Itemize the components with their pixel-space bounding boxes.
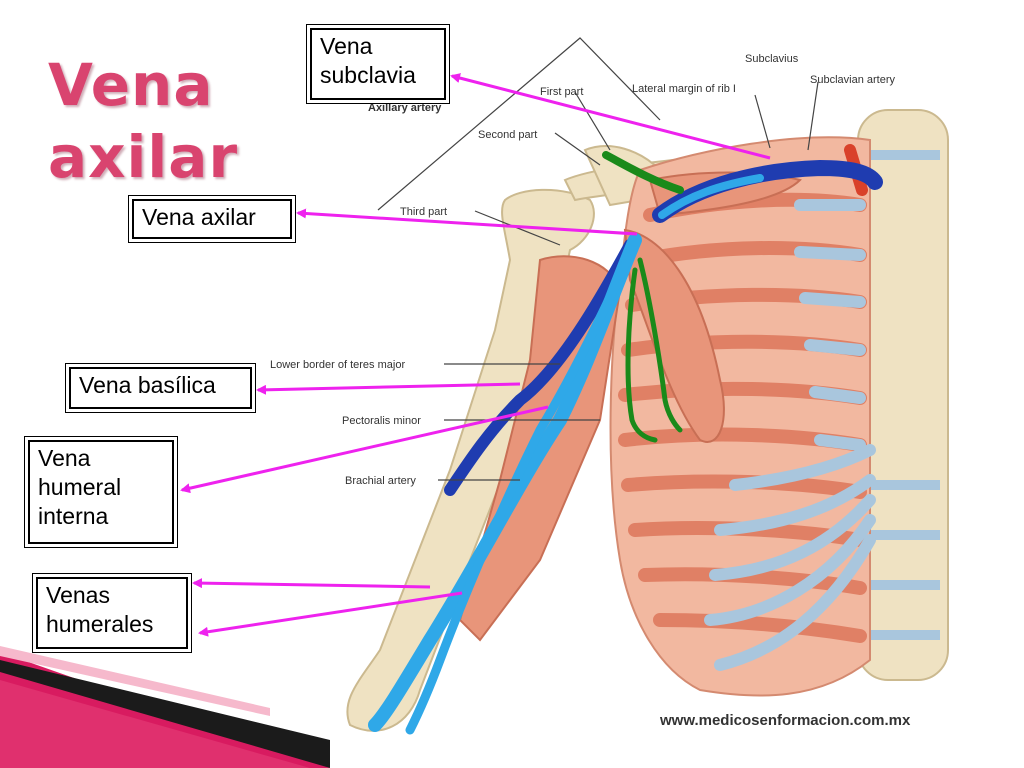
vertebral-discs <box>866 150 940 640</box>
arrow-humerales-2 <box>198 591 463 637</box>
arrow-humeral-interna <box>180 405 549 494</box>
nerve-left <box>625 267 658 443</box>
callout-text: subclavia <box>320 62 416 88</box>
callout-text: Vena basílica <box>79 372 216 398</box>
label-second-part: Second part <box>478 129 537 141</box>
callout-arrows <box>180 73 771 637</box>
label-subclavius: Subclavius <box>745 53 799 65</box>
callout-text: Vena axilar <box>142 204 256 230</box>
basilic-vein <box>444 239 636 496</box>
watermark: www.medicosenformacion.com.mx <box>659 712 911 729</box>
callout-text: interna <box>38 503 109 529</box>
decor-band-pink-lower <box>0 680 310 768</box>
callout-venas-humerales: Venas humerales <box>32 573 192 653</box>
arrow-humerales-1 <box>192 578 431 589</box>
spine <box>857 109 949 681</box>
label-brachial-artery: Brachial artery <box>345 475 416 487</box>
label-first-part: First part <box>540 86 583 98</box>
label-pectoralis-minor: Pectoralis minor <box>342 415 421 427</box>
costal-cartilage <box>704 199 876 671</box>
section-bracket <box>377 37 819 481</box>
slide-title-line1: Vena <box>48 51 214 119</box>
callout-text: Venas <box>46 582 110 608</box>
arrow-subclavia <box>450 73 771 160</box>
arrow-axilar <box>296 208 638 236</box>
nerve-upper <box>602 151 684 194</box>
callout-vena-humeral-interna: Vena humeral interna <box>24 436 178 548</box>
callout-text: Vena <box>38 445 91 471</box>
callout-vena-subclavia: Vena subclavia <box>306 24 450 104</box>
callout-text: humeral <box>38 474 122 500</box>
slide-title-line2: axilar <box>48 123 239 191</box>
callout-text: Vena <box>320 33 373 59</box>
label-third-part: Third part <box>400 206 447 218</box>
humeral-vein-2 <box>405 245 637 735</box>
label-lower-border: Lower border of teres major <box>270 359 405 371</box>
decor-band-light <box>0 646 270 716</box>
nerve-right <box>637 257 683 433</box>
arrow-basilica <box>256 382 521 395</box>
callout-vena-basilica: Vena basílica <box>65 363 256 413</box>
decor-band-dark <box>0 660 330 768</box>
label-subclavian-artery: Subclavian artery <box>810 74 895 86</box>
axillary-vein-upper <box>658 174 764 219</box>
callout-vena-axilar: Vena axilar <box>128 195 296 243</box>
callout-text: humerales <box>46 611 154 637</box>
label-lateral-margin: Lateral margin of rib I <box>632 83 736 95</box>
label-axillary-artery: Axillary artery <box>368 102 442 114</box>
watermark-bg <box>650 705 980 733</box>
